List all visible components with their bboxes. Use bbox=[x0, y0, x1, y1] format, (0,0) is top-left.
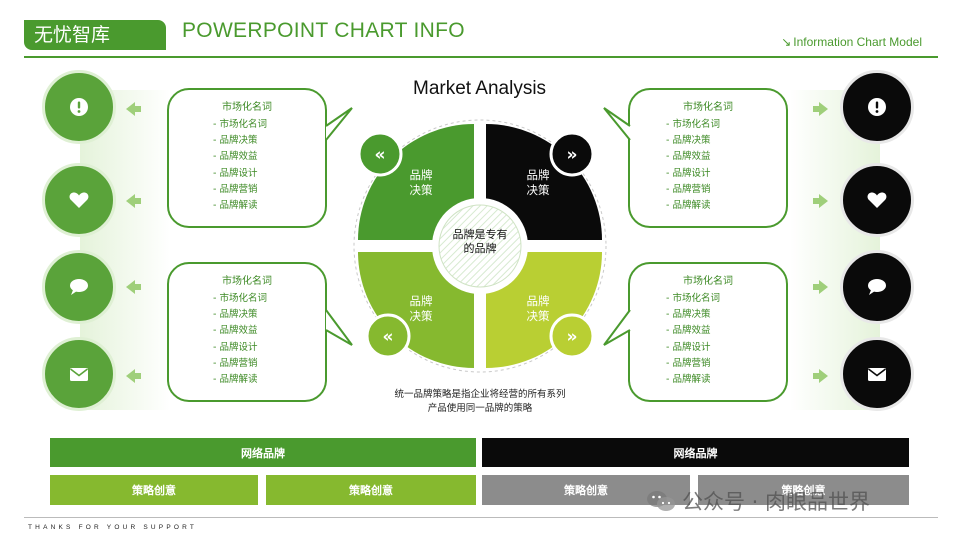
watermark-text: 公众号 · 肉眼品世界 bbox=[682, 490, 871, 514]
heart-icon bbox=[69, 192, 89, 208]
quad-diagram: « » « » bbox=[353, 119, 607, 373]
exclamation-circle-left bbox=[42, 70, 116, 144]
heart-circle-right bbox=[840, 163, 914, 237]
bar-left-main: 网络品牌 bbox=[50, 438, 476, 467]
next-button-bottom[interactable] bbox=[549, 313, 595, 359]
footer-divider bbox=[24, 517, 938, 518]
bubble-item: 品牌营销 bbox=[666, 356, 786, 372]
subtitle-text: Information Chart Model bbox=[793, 35, 922, 49]
outer-dashed-ring bbox=[353, 119, 607, 373]
left-arrows bbox=[126, 102, 141, 383]
bubble-item: 品牌设计 bbox=[213, 340, 325, 356]
bubble-heading: 市场化名词 bbox=[683, 276, 733, 287]
next-button-top[interactable] bbox=[549, 131, 595, 177]
quad-bl-label: 品牌 决策 bbox=[409, 294, 433, 323]
bubble-item: 品牌决策 bbox=[213, 307, 325, 323]
bar-sub-2: 策略创意 bbox=[266, 475, 476, 505]
bubble-item: 品牌效益 bbox=[213, 149, 325, 165]
bar-right-main: 网络品牌 bbox=[482, 438, 909, 467]
bar-sub-1: 策略创意 bbox=[50, 475, 258, 505]
bubble-item: 品牌营销 bbox=[213, 182, 325, 198]
quad-bottom-left bbox=[358, 252, 474, 368]
bubble-heading: 市场化名词 bbox=[222, 276, 272, 287]
hub-circle bbox=[438, 204, 522, 288]
bubble-item: 品牌设计 bbox=[213, 166, 325, 182]
subtitle: ↘Information Chart Model bbox=[781, 35, 922, 49]
chevron-left-icon: « bbox=[375, 145, 386, 165]
mail-icon bbox=[868, 368, 886, 381]
hub-label: 品牌是专有的品牌 bbox=[452, 228, 508, 255]
exclamation-circle-right bbox=[840, 70, 914, 144]
bubble-item: 品牌效益 bbox=[666, 323, 786, 339]
right-arrows bbox=[813, 102, 828, 383]
header-divider bbox=[24, 56, 938, 58]
bubble-item: 市场化名词 bbox=[213, 291, 325, 307]
bubble-item: 品牌解读 bbox=[666, 372, 786, 388]
heart-circle-left bbox=[42, 163, 116, 237]
quad-bottom-right bbox=[486, 252, 602, 368]
chevron-left-icon: « bbox=[383, 327, 394, 347]
quad-top-left bbox=[358, 124, 474, 240]
bubble-item: 品牌效益 bbox=[666, 149, 786, 165]
brand-logo: 无忧智库 bbox=[24, 20, 166, 50]
bubble-item: 品牌设计 bbox=[666, 340, 786, 356]
footer-thanks: THANKS FOR YOUR SUPPORT bbox=[28, 524, 198, 531]
chat-icon bbox=[868, 279, 886, 295]
bubble-item: 市场化名词 bbox=[213, 117, 325, 133]
bubble-top-right: 市场化名词 市场化名词 品牌决策 品牌效益 品牌设计 品牌营销 品牌解读 bbox=[628, 88, 788, 228]
mail-circle-left bbox=[42, 337, 116, 411]
bubble-item: 品牌解读 bbox=[666, 198, 786, 214]
chevron-right-icon: » bbox=[567, 327, 578, 347]
chat-circle-left bbox=[42, 250, 116, 324]
bubble-top-left: 市场化名词 市场化名词 品牌决策 品牌效益 品牌设计 品牌营销 品牌解读 bbox=[167, 88, 327, 228]
bubble-item: 品牌设计 bbox=[666, 166, 786, 182]
quad-tl-label: 品牌 决策 bbox=[409, 168, 433, 197]
quad-tr-label: 品牌 决策 bbox=[526, 168, 550, 197]
arrow-icon: ↘ bbox=[781, 35, 792, 49]
bubble-item: 市场化名词 bbox=[666, 117, 786, 133]
bubble-item: 品牌效益 bbox=[213, 323, 325, 339]
chat-icon bbox=[70, 279, 88, 295]
bubble-item: 品牌决策 bbox=[666, 133, 786, 149]
quad-top-right bbox=[486, 124, 602, 240]
exclamation-icon bbox=[70, 98, 88, 116]
bubble-item: 品牌解读 bbox=[213, 198, 325, 214]
mail-circle-right bbox=[840, 337, 914, 411]
mail-icon bbox=[70, 368, 88, 381]
bubble-bottom-left: 市场化名词 市场化名词 品牌决策 品牌效益 品牌设计 品牌营销 品牌解读 bbox=[167, 262, 327, 402]
prev-button-top[interactable] bbox=[357, 131, 403, 177]
description: 统一品牌策略是指企业将经营的所有系列产品使用同一品牌的策略 bbox=[394, 389, 566, 414]
chevron-right-icon: » bbox=[567, 145, 578, 165]
bubble-bottom-right: 市场化名词 市场化名词 品牌决策 品牌效益 品牌设计 品牌营销 品牌解读 bbox=[628, 262, 788, 402]
bubble-heading: 市场化名词 bbox=[683, 102, 733, 113]
bubble-item: 市场化名词 bbox=[666, 291, 786, 307]
bar-sub-4: 策略创意 bbox=[698, 475, 909, 505]
wechat-icon bbox=[647, 491, 675, 511]
bubble-item: 品牌决策 bbox=[213, 133, 325, 149]
bubble-item: 品牌解读 bbox=[213, 372, 325, 388]
prev-button-bottom[interactable] bbox=[365, 313, 411, 359]
quad-br-label: 品牌 决策 bbox=[526, 294, 550, 323]
page-title: POWERPOINT CHART INFO bbox=[182, 19, 465, 42]
bubble-heading: 市场化名词 bbox=[222, 102, 272, 113]
heart-icon bbox=[867, 192, 887, 208]
bubble-item: 品牌营销 bbox=[213, 356, 325, 372]
bubble-item: 品牌决策 bbox=[666, 307, 786, 323]
chat-circle-right bbox=[840, 250, 914, 324]
watermark: 公众号 · 肉眼品世界 bbox=[646, 486, 870, 516]
market-title: Market Analysis bbox=[413, 78, 547, 99]
bubble-item: 品牌营销 bbox=[666, 182, 786, 198]
exclamation-icon bbox=[868, 98, 886, 116]
